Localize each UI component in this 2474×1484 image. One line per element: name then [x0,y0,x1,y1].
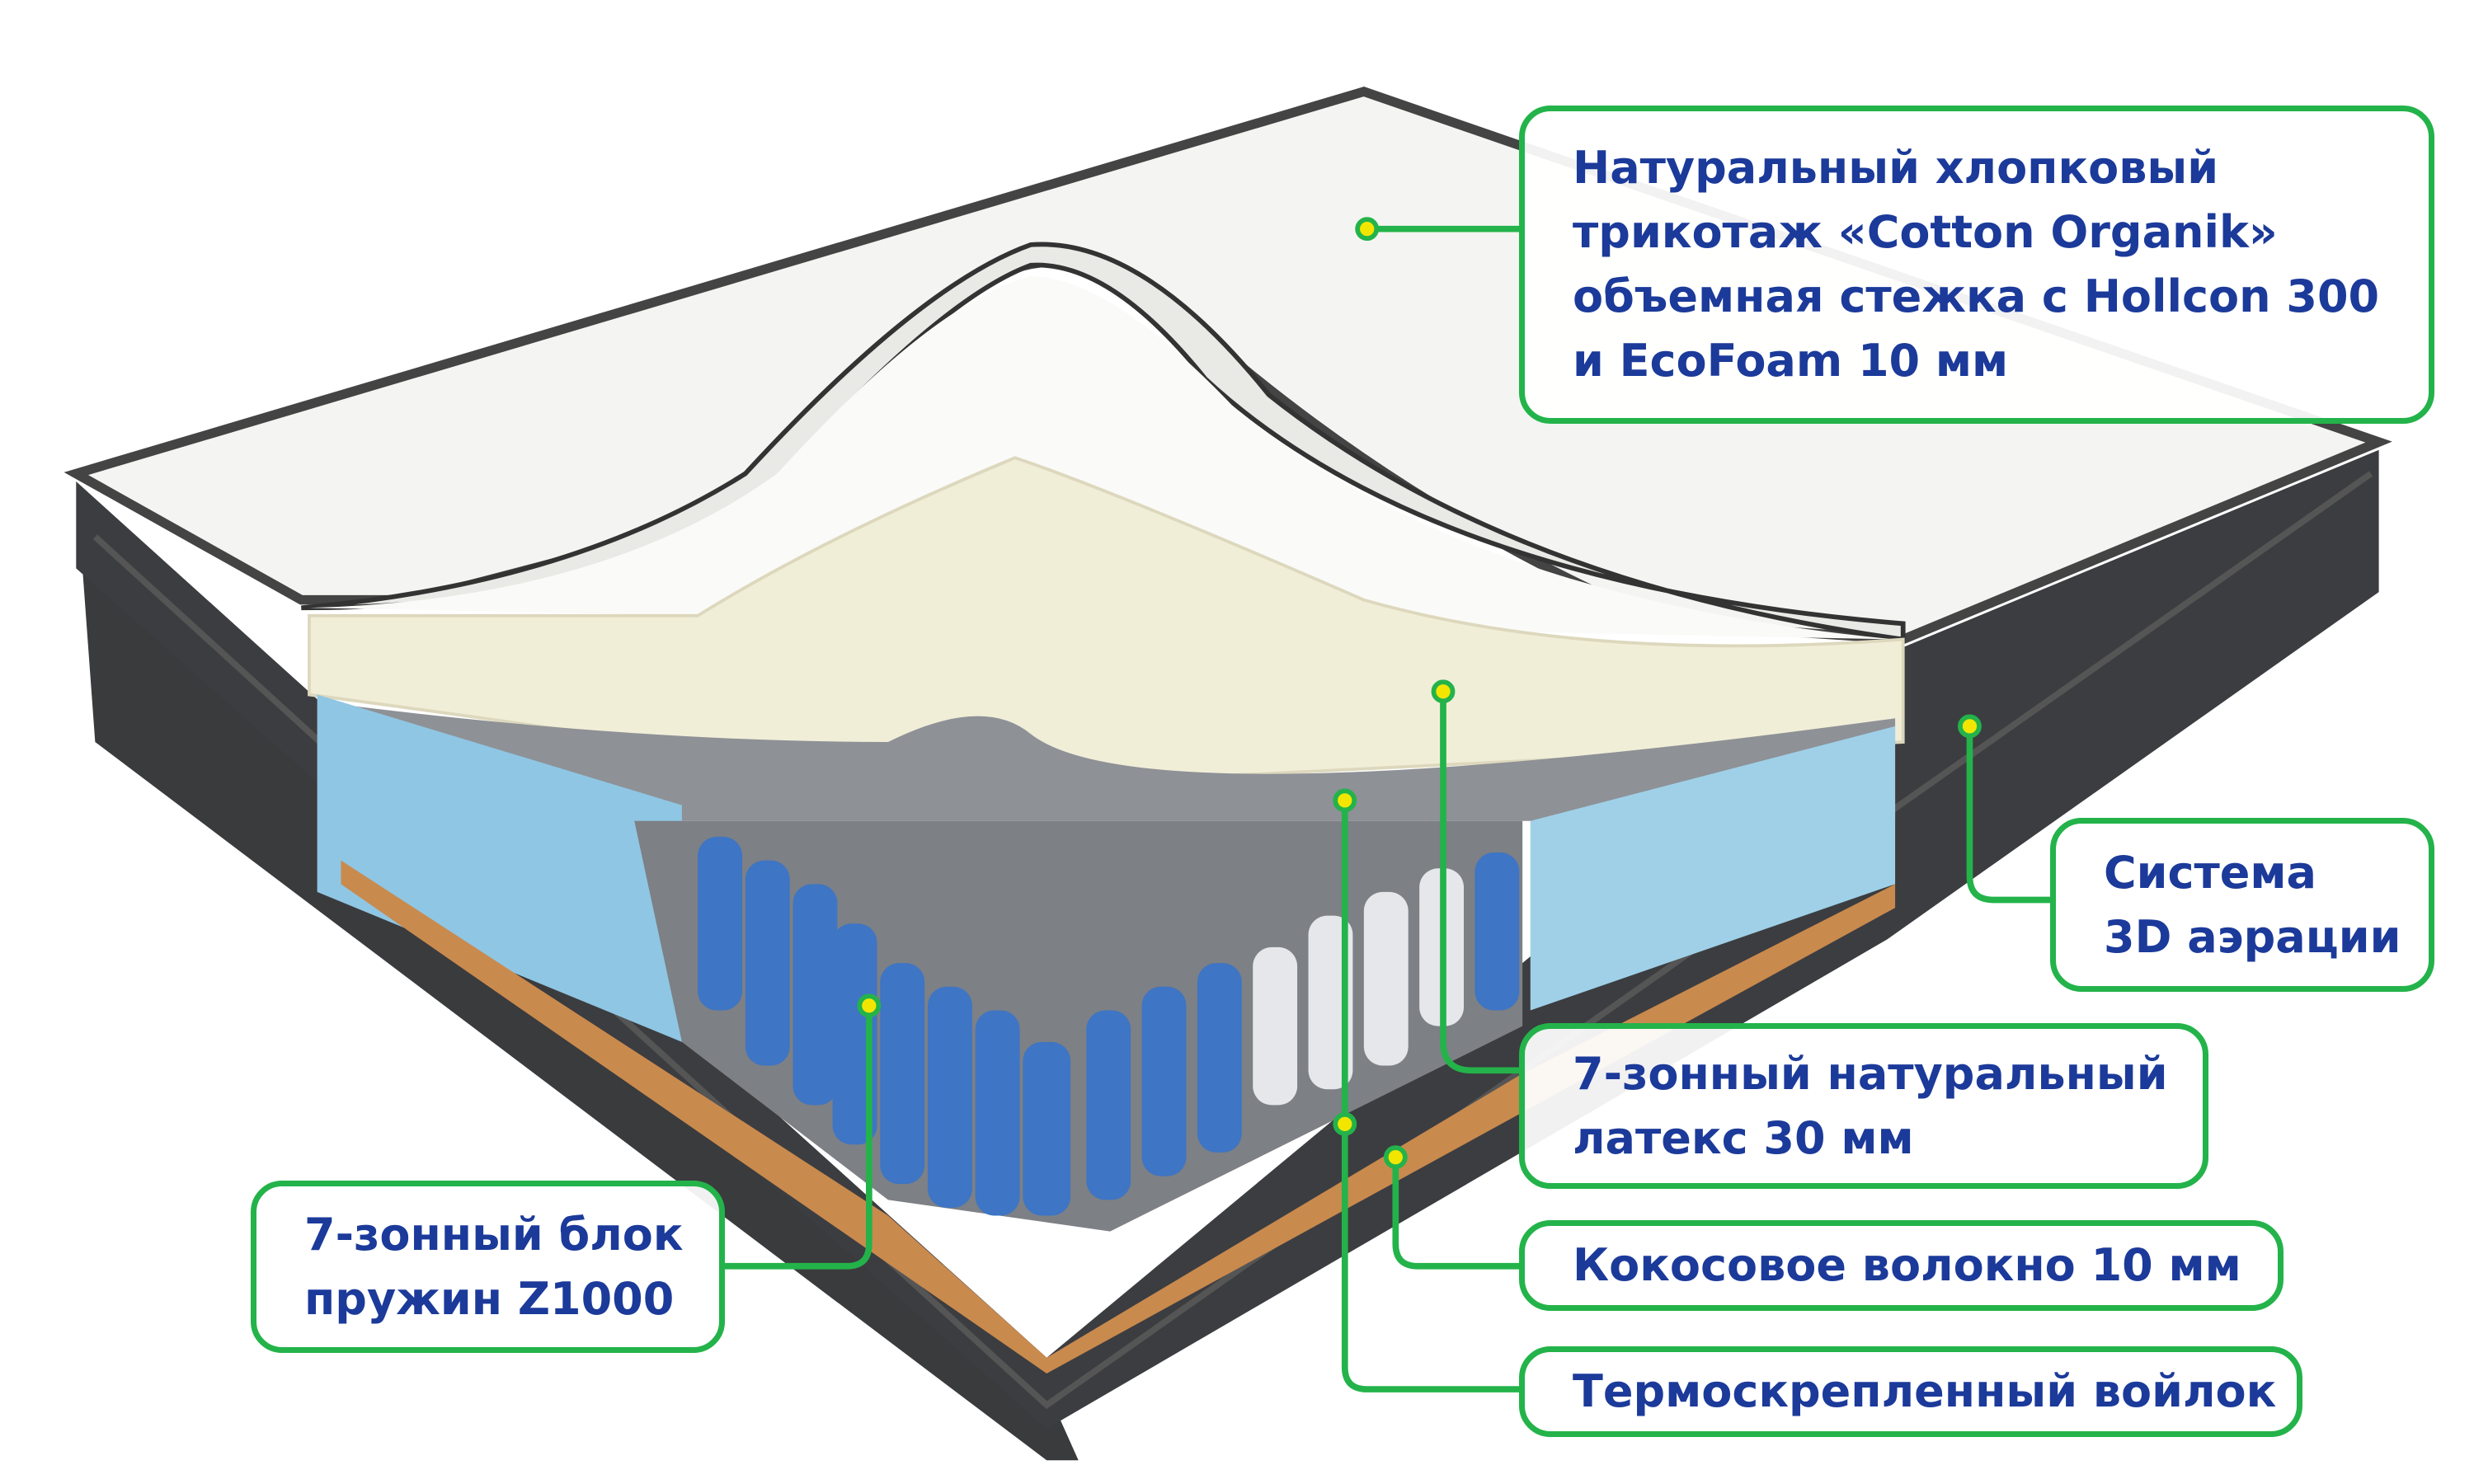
callout-text: Натуральный хлопковый [1573,142,2219,194]
callout-text: и EcoFoam 10 мм [1573,335,2009,387]
marker-dot-cover [1355,217,1380,242]
callout-text: Кокосовое волокно 10 мм [1573,1239,2241,1291]
callout-felt: Термоскрепленный войлок [1519,1346,2302,1437]
callout-text: трикотаж «Cotton Organik» [1573,206,2278,258]
callout-text: 7-зонный блок [304,1208,684,1261]
callout-text: объемная стежка с Hollcon 300 [1573,270,2380,322]
felt-layer [325,702,1896,821]
callout-coconut: Кокосовое волокно 10 мм [1519,1220,2284,1311]
callout-text: латекс 30 мм [1573,1111,1914,1164]
marker-dot-springs [857,993,882,1018]
callout-latex: 7-зонный натуральный латекс 30 мм [1519,1023,2208,1189]
callout-text: Система [2104,846,2316,899]
marker-dot-felt-lower [1333,1112,1357,1136]
callout-text: 7-зонный натуральный [1573,1047,2168,1100]
leader-lines [724,225,2051,1392]
callout-text: Термоскрепленный войлок [1573,1365,2277,1417]
spring-block [634,820,1523,1232]
callout-springs: 7-зонный блок пружин Z1000 [251,1181,725,1353]
marker-dot-coconut [1383,1145,1408,1169]
callout-text: 3D аэрации [2104,910,2401,963]
marker-dot-felt [1333,788,1357,813]
callout-cover: Натуральный хлопковый трикотаж «Cotton O… [1519,106,2434,424]
foam-left [317,694,682,1042]
callout-text: пружин Z1000 [304,1272,675,1325]
marker-dot-latex [1431,679,1456,704]
marker-dot-aeration [1958,714,1982,739]
callout-aeration: Система 3D аэрации [2050,818,2434,992]
